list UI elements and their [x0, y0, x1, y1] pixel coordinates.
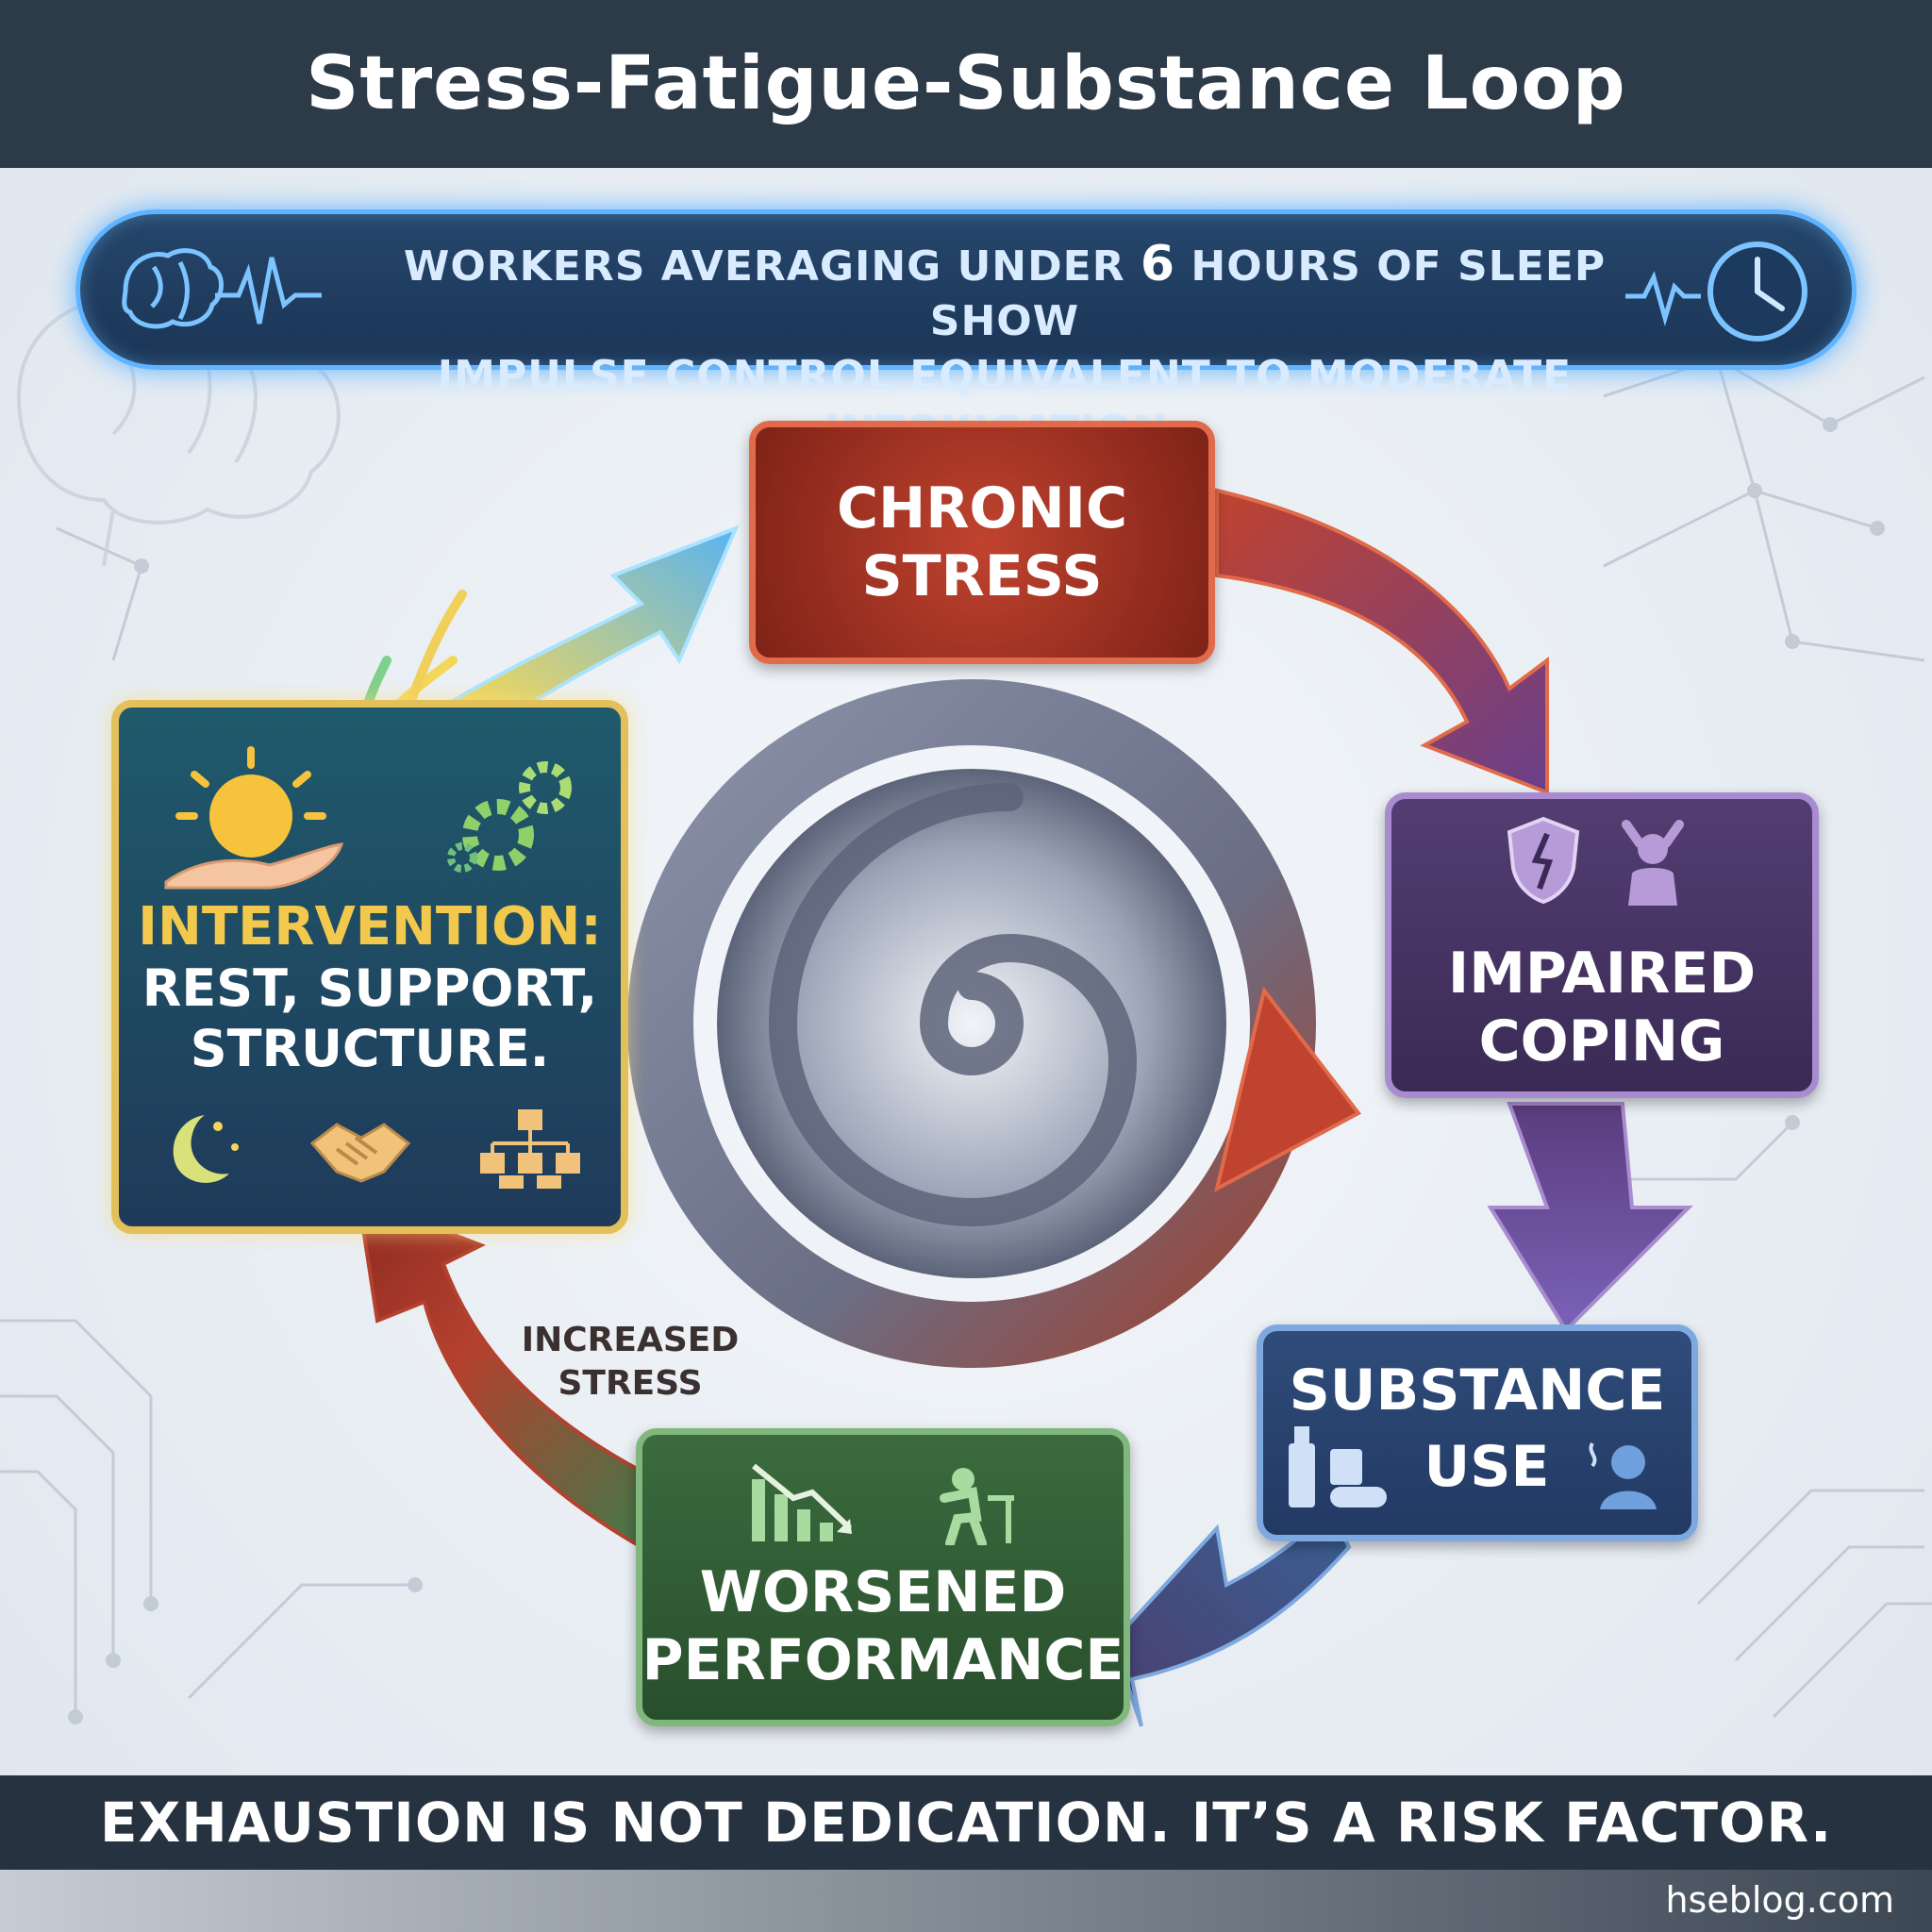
intervention-line1: REST, SUPPORT,	[142, 958, 598, 1018]
node-chronic-stress: CHRONIC STRESS	[749, 421, 1215, 664]
intervention-line2: STRUCTURE.	[190, 1019, 550, 1078]
brand-watermark: hseblog.com	[1665, 1879, 1894, 1921]
node-worsened-performance: WORSENED PERFORMANCE	[636, 1428, 1130, 1726]
brain-icon	[122, 248, 322, 329]
worsened-performance-line2: PERFORMANCE	[641, 1627, 1124, 1693]
org-structure-icon	[480, 1109, 580, 1189]
arrow-coping-to-substance	[1487, 1102, 1693, 1334]
increased-stress-line1: INCREASED	[521, 1321, 740, 1359]
bottom-strip	[0, 1870, 1932, 1932]
page-title: Stress-Fatigue-Substance Loop	[306, 42, 1626, 126]
increased-stress-label: INCREASED STRESS	[517, 1319, 743, 1406]
chronic-stress-line2: STRESS	[861, 543, 1103, 609]
hand-icon	[164, 842, 344, 890]
pills-icon	[1329, 1449, 1387, 1507]
tired-worker-icon	[940, 1468, 1014, 1545]
footer-tagline: EXHAUSTION IS NOT DEDICATION. IT’S A RIS…	[99, 1790, 1833, 1855]
bottle-icon	[1288, 1426, 1387, 1507]
banner-hours-number: 6	[1140, 236, 1176, 292]
increased-stress-line2: STRESS	[558, 1364, 703, 1403]
substance-use-line2: USE	[1424, 1434, 1550, 1500]
impaired-coping-line2: COPING	[1478, 1008, 1725, 1074]
banner-line1-b: HOURS OF SLEEP SHOW	[929, 242, 1607, 345]
sun-icon	[164, 746, 344, 890]
sad-person-icon	[1590, 1441, 1657, 1509]
arrow-stress-to-coping	[1215, 488, 1549, 795]
worsened-performance-line1: WORSENED	[699, 1559, 1067, 1625]
arrow-substance-to-performance	[1110, 1506, 1352, 1727]
node-substance-use: SUBSTANCE USE	[1257, 1324, 1698, 1541]
footer-bar: EXHAUSTION IS NOT DEDICATION. IT’S A RIS…	[0, 1775, 1932, 1870]
spiral-icon	[627, 679, 1362, 1368]
substance-use-line1: SUBSTANCE	[1289, 1357, 1666, 1424]
banner-line1-a: WORKERS AVERAGING UNDER	[403, 242, 1141, 291]
heartbeat-icon	[215, 257, 322, 325]
header-bar: Stress-Fatigue-Substance Loop	[0, 0, 1932, 168]
declining-chart-icon	[752, 1463, 853, 1541]
impaired-coping-line1: IMPAIRED	[1447, 941, 1757, 1007]
gears-icon	[447, 761, 572, 873]
moon-stars-icon	[173, 1115, 239, 1183]
intervention-title: INTERVENTION:	[138, 896, 602, 958]
shield-broken-icon	[1507, 816, 1580, 905]
clock-icon	[1625, 242, 1807, 341]
node-impaired-coping: IMPAIRED COPING	[1385, 792, 1819, 1098]
handshake-icon	[309, 1123, 411, 1183]
node-intervention: INTERVENTION: REST, SUPPORT, STRUCTURE.	[111, 700, 628, 1234]
distressed-person-icon	[1622, 820, 1684, 906]
chronic-stress-line1: CHRONIC	[836, 475, 1128, 541]
